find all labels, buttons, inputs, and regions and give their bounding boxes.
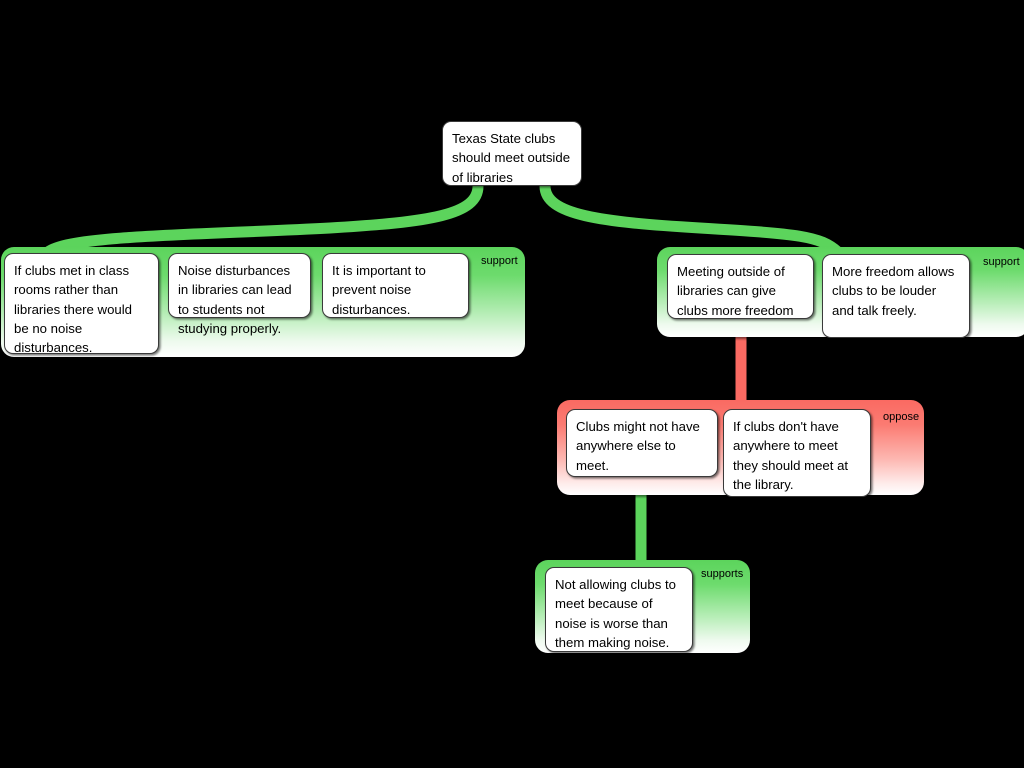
group-label-oppose: oppose: [883, 411, 920, 423]
root-claim-card[interactable]: Texas State clubs should meet outside of…: [442, 121, 582, 186]
group-label-bottom-support: supports: [701, 568, 744, 580]
claim-card-classrooms[interactable]: If clubs met in class rooms rather than …: [4, 253, 159, 355]
claim-card-noise-study[interactable]: Noise disturbances in libraries can lead…: [168, 253, 311, 336]
claim-card-prevent-noise[interactable]: It is important to prevent noise disturb…: [322, 253, 469, 318]
claim-card-louder-talk-freely[interactable]: More freedom allows clubs to be louder a…: [822, 254, 970, 338]
claim-card-nowhere-else[interactable]: Clubs might not have anywhere else to me…: [566, 409, 718, 477]
group-label-left-support: support: [481, 255, 518, 267]
connector-root-to-left-support: [42, 180, 484, 258]
connector-root-to-right-support: [539, 180, 844, 258]
claim-card-noise-worse[interactable]: Not allowing clubs to meet because of no…: [545, 567, 693, 652]
group-label-right-support: support: [983, 256, 1020, 268]
claim-card-should-meet-library[interactable]: If clubs don't have anywhere to meet the…: [723, 409, 871, 497]
claim-card-more-freedom[interactable]: Meeting outside of libraries can give cl…: [667, 254, 814, 319]
